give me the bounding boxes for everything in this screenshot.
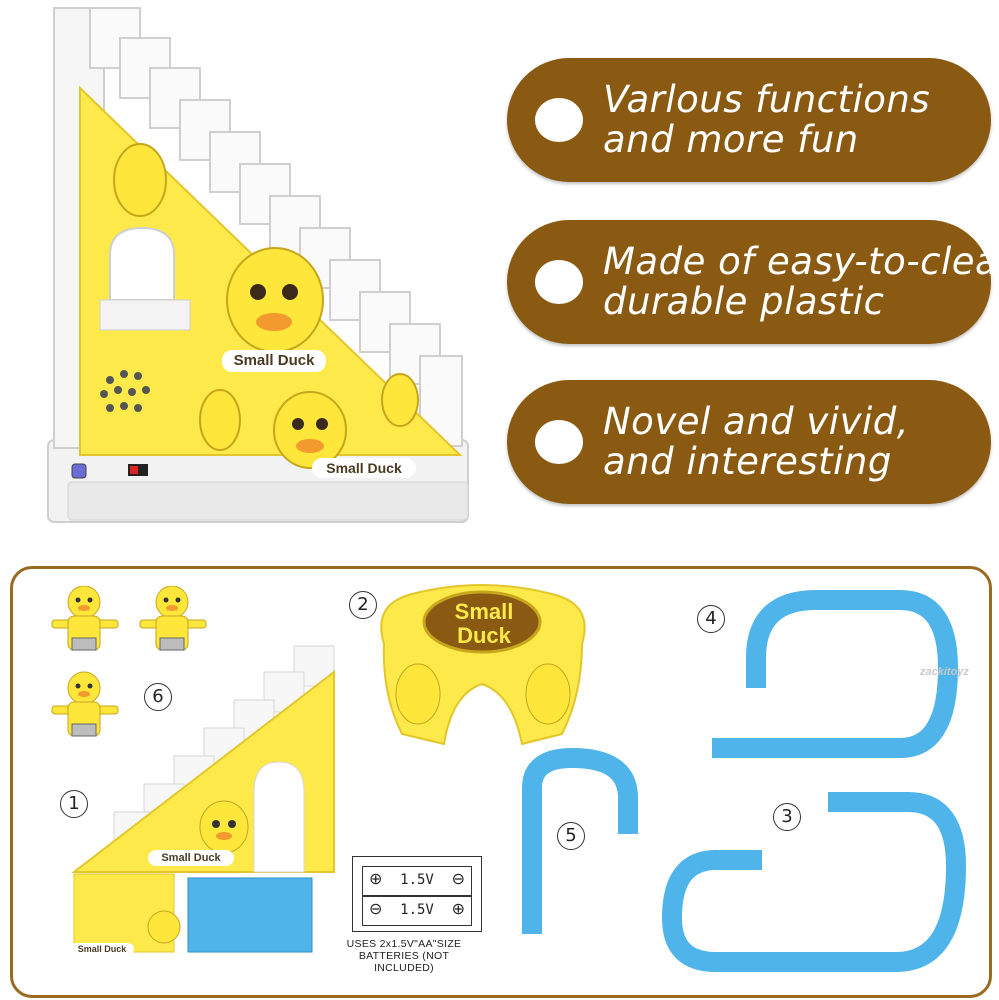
feature-3-line-2: and interesting <box>603 440 892 483</box>
plus-icon: ⊕ <box>451 901 465 918</box>
badge-line-1: Small <box>454 599 514 624</box>
badge-line-2: Duck <box>457 623 511 648</box>
part1-label-lower: Small Duck <box>70 943 134 955</box>
part-number-4: 4 <box>697 605 725 633</box>
feature-2-line-2: durable plastic <box>603 280 885 323</box>
feature-tag-3: Novel and vivid, and interesting <box>507 380 991 504</box>
minus-icon: ⊖ <box>369 901 383 918</box>
battery-cell-2-voltage: 1.5V <box>400 902 434 918</box>
battery-caption: USES 2x1.5V"AA"SIZE BATTERIES (NOT INCLU… <box>334 938 474 974</box>
battery-cell-2: ⊖ 1.5V ⊕ <box>362 896 472 926</box>
feature-1-line-2: and more fun <box>603 118 859 161</box>
battery-cell-1-voltage: 1.5V <box>400 872 434 888</box>
part-number-6: 6 <box>144 683 172 711</box>
battery-caption-line-2: BATTERIES (NOT INCLUDED) <box>358 950 450 974</box>
feature-2-line-1: Made of easy-to-clean, <box>603 240 999 283</box>
feature-3-line-1: Novel and vivid, <box>603 400 909 443</box>
duck-badge-text: Small Duck <box>434 600 534 648</box>
part-number-5: 5 <box>557 822 585 850</box>
duck-badge-part <box>380 584 586 746</box>
tag-hole-icon <box>535 260 583 304</box>
part-number-1: 1 <box>60 790 88 818</box>
assembled-staircase-toy <box>47 7 469 523</box>
part-number-2: 2 <box>349 591 377 619</box>
feature-tag-1: Varlous functions and more fun <box>507 58 991 182</box>
tag-hole-icon <box>535 98 583 142</box>
feature-text-3: Novel and vivid, and interesting <box>603 402 961 482</box>
watermark-text: zackitoyz <box>920 666 969 678</box>
tag-hole-icon <box>535 420 583 464</box>
duck-figures-part <box>51 586 207 737</box>
feature-tag-2: Made of easy-to-clean, durable plastic <box>507 220 999 344</box>
part-number-3: 3 <box>773 803 801 831</box>
staircase-side-part <box>71 645 335 953</box>
minus-icon: ⊖ <box>451 871 465 888</box>
battery-caption-line-1: USES 2x1.5V"AA"SIZE <box>346 938 462 950</box>
toy-label-lower: Small Duck <box>312 458 416 478</box>
feature-text-1: Varlous functions and more fun <box>603 80 961 160</box>
feature-text-2: Made of easy-to-clean, durable plastic <box>603 240 999 323</box>
feature-1-line-1: Varlous functions <box>603 78 931 121</box>
blue-track-pieces <box>522 590 967 972</box>
toy-label-upper: Small Duck <box>222 350 326 372</box>
plus-icon: ⊕ <box>369 871 383 888</box>
part1-label-upper: Small Duck <box>148 850 234 866</box>
battery-compartment-icon <box>352 856 482 932</box>
battery-cell-1: ⊕ 1.5V ⊖ <box>362 866 472 896</box>
